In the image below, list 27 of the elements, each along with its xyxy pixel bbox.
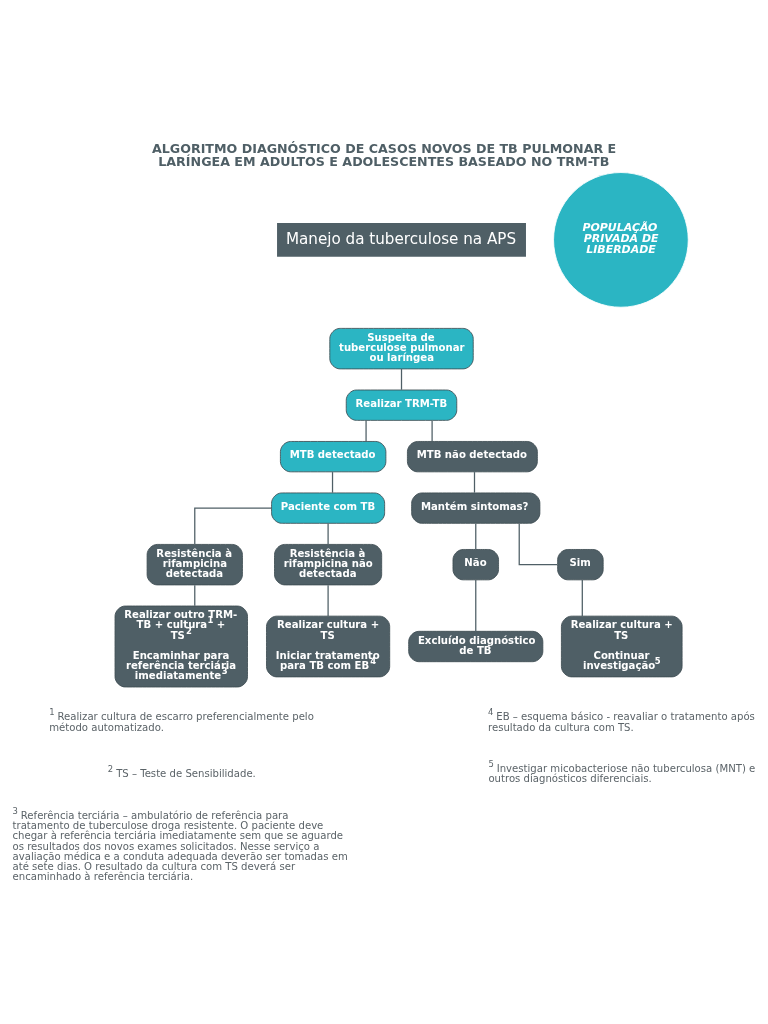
node-box: Não [452,549,499,581]
node-box: Resistência à rifampicina não detectada [274,544,383,586]
connector [194,507,273,545]
connector [327,522,329,545]
node-box: Mantém sintomas? [411,492,541,524]
connector [581,579,583,617]
connector [331,471,334,494]
connector [518,522,558,566]
node-box: Resistência à rifampicina detectada [146,544,243,586]
label: Manejo da tuberculose na APS [285,229,517,248]
node-box: MTB detectado [280,441,387,473]
connector [475,522,477,550]
node-box: Paciente com TB [271,492,386,524]
connector [365,420,367,442]
node-box: Sim [557,549,604,581]
connector [431,420,433,442]
diagram-title: ALGORITMO DIAGNÓSTICO DE CASOS NOVOS DE TB PULMONAR E LARÍNGEA EM ADULTOS E ADOLESCENTES BASEADO NO TRM-TB [151,141,617,169]
connector [194,584,196,607]
connector [475,579,477,632]
connector [400,368,403,391]
node-box: Realizar TRM-TB [345,389,458,421]
node-box: Excluído diagnóstico de TB [408,630,544,663]
connector [327,584,329,617]
node-box: MTB não detectado [407,441,538,473]
node-box: Suspeita de tuberculose pulmonar ou laríngea [329,327,474,370]
connector [473,471,476,494]
label: POPULAÇÃO PRIVADA DE LIBERDADE [582,221,659,257]
